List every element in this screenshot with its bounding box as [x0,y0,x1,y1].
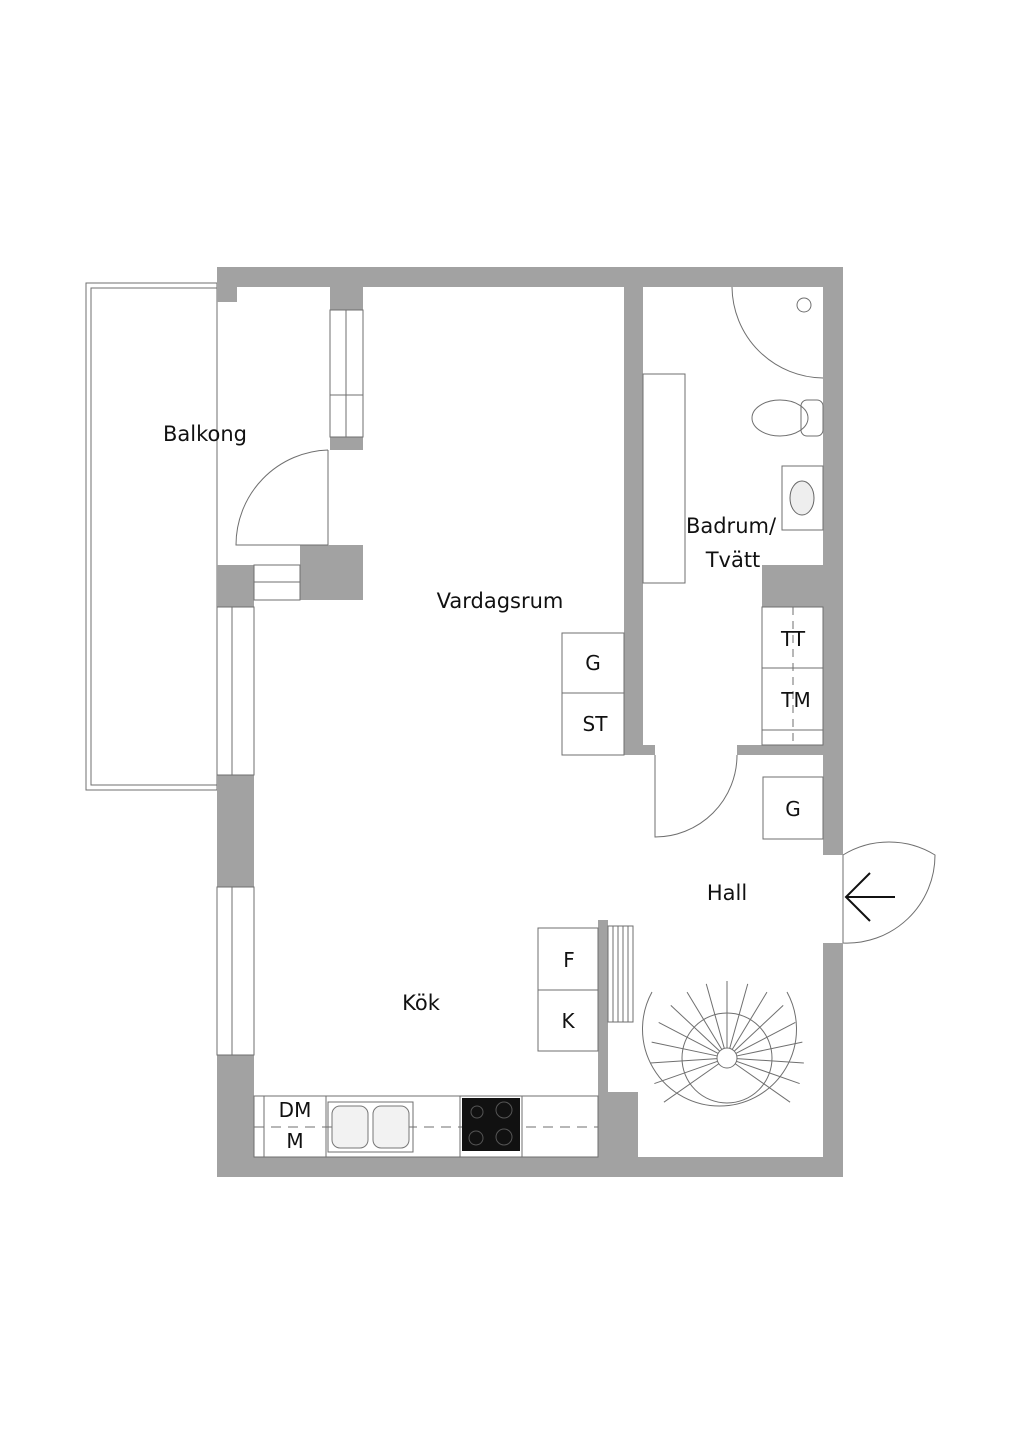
windows [216,309,364,1056]
label-microwave: M [286,1129,303,1153]
label-washer: TM [780,688,810,712]
label-freezer: F [563,948,575,972]
stair-tread [663,1063,720,1103]
stair-tread [733,1004,784,1052]
label-dryer: TT [780,627,806,651]
stove-icon [462,1098,520,1151]
stair-tread [735,1022,796,1054]
doors [235,449,936,944]
closets [537,632,824,1052]
label-wardrobe-hall: G [785,797,801,821]
label-fridge: K [561,1009,575,1033]
room-label-kitchen: Kök [402,991,441,1015]
room-label-hall: Hall [707,881,747,905]
balcony [85,282,218,791]
kitchen-counter [253,1095,599,1158]
stair-tread [729,983,749,1049]
entrance-arrow-icon [844,872,895,922]
stair-tread [651,1041,718,1057]
stair-tread [734,1063,791,1103]
stair-tread [736,1060,800,1085]
label-dishwasher: DM [279,1098,312,1122]
fixture-labels: G ST TT TM G F K DM M [279,627,811,1153]
room-label-balcony: Balkong [163,422,247,446]
bathroom-fixtures [642,286,824,746]
stair-tread [705,983,725,1049]
stair-tread [658,1022,719,1054]
stair-tread [686,991,723,1050]
room-labels: Balkong Vardagsrum Badrum/ Tvätt Hall Kö… [163,422,777,1015]
stair-tread [654,1060,718,1085]
stair-tread [736,1041,803,1057]
stair-tread [736,1058,804,1064]
stair-tread [670,1004,721,1052]
stair-tread [731,991,768,1050]
walls [217,267,843,1177]
sink-icon [327,1101,414,1153]
room-label-bath-1: Badrum/ [686,514,777,538]
stair-tread [650,1058,718,1064]
radiator [607,925,634,1023]
room-label-bath-2: Tvätt [705,548,761,572]
spiral-staircase [642,981,804,1107]
label-wardrobe-living: G [585,651,601,675]
room-label-living: Vardagsrum [437,589,564,613]
label-storage: ST [583,712,609,736]
